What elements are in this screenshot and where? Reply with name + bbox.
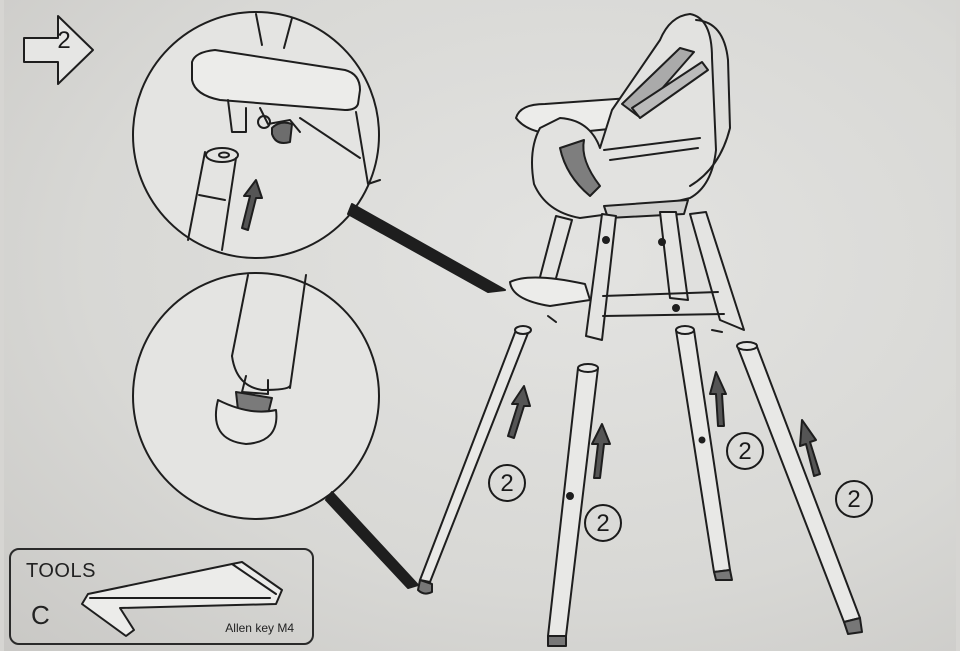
allen-key-label: Allen key M4 [225, 621, 294, 635]
up-arrow-icon [591, 423, 611, 479]
leg-step-number: 2 [726, 432, 764, 470]
tools-title: TOOLS [26, 560, 96, 582]
up-arrow-icon [709, 371, 727, 427]
leg-front-left [419, 327, 531, 583]
insertion-arrows [507, 371, 821, 479]
leg-front-right [547, 367, 599, 637]
leg-step-number: 2 [584, 504, 622, 542]
leg-back-left [675, 329, 731, 573]
up-arrow-icon [799, 419, 821, 477]
up-arrow-icon [507, 385, 531, 439]
next-step-arrow-icon [23, 15, 94, 85]
chair-seat [515, 13, 731, 219]
allen-key-icon [81, 561, 283, 637]
chair-lower-legs [417, 325, 863, 647]
detail-circle-seat-connector [132, 11, 381, 259]
leg-step-number: 2 [488, 464, 526, 502]
detail-circle-foot-glide [132, 272, 380, 520]
chair-frame [509, 211, 745, 341]
tools-panel: TOOLS C Allen key M4 [9, 548, 314, 645]
step-number: 2 [57, 27, 71, 54]
insert-up-arrow-icon [241, 179, 263, 231]
leg-step-number: 2 [835, 480, 873, 518]
tool-letter: C [31, 600, 50, 630]
